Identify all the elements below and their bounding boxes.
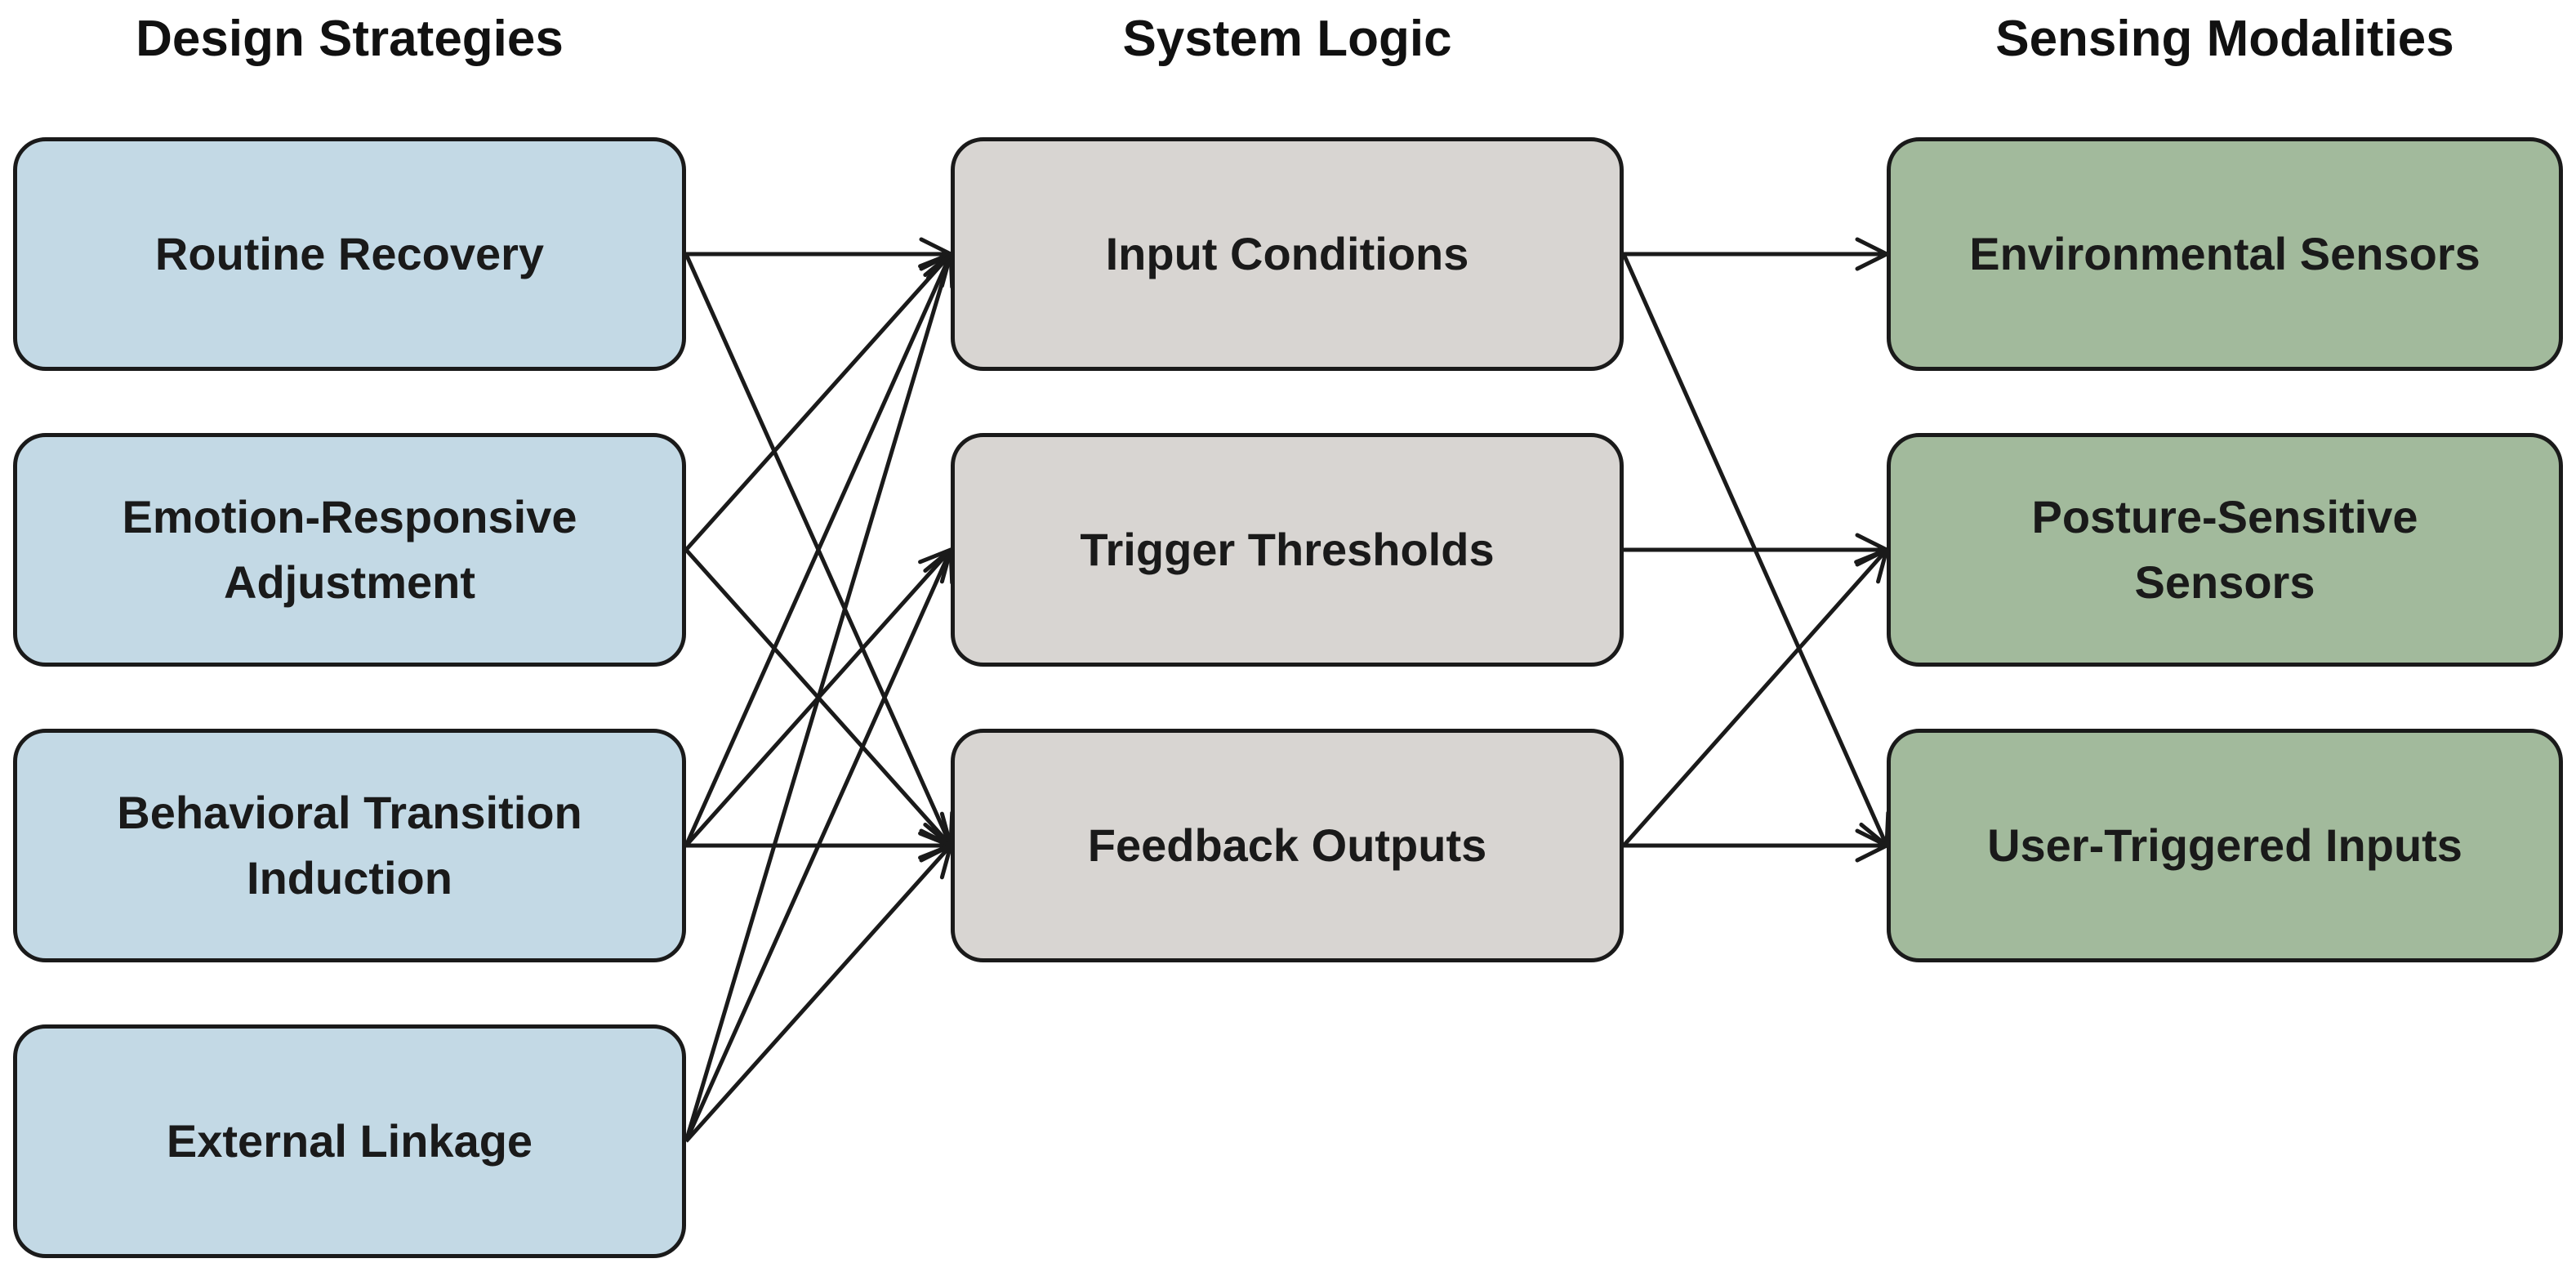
node-posture-sensitive-sensors: Posture-Sensitive Sensors	[1887, 433, 2563, 667]
node-label: Feedback Outputs	[1087, 819, 1487, 871]
node-label: Emotion-Responsive Adjustment	[122, 491, 577, 608]
column-title-system-logic: System Logic	[1122, 11, 1452, 67]
node-trigger-thresholds: Trigger Thresholds	[951, 433, 1624, 667]
node-behavioral-transition-induction: Behavioral Transition Induction	[13, 729, 686, 962]
node-label: Posture-Sensitive Sensors	[2031, 491, 2418, 608]
node-label: External Linkage	[166, 1115, 533, 1167]
node-label: Input Conditions	[1105, 228, 1469, 279]
node-user-triggered-inputs: User-Triggered Inputs	[1887, 729, 2563, 962]
node-label: Behavioral Transition Induction	[117, 787, 582, 904]
node-label: Trigger Thresholds	[1080, 524, 1495, 575]
edge-external-to-trigger	[684, 547, 955, 1143]
node-environmental-sensors: Environmental Sensors	[1887, 137, 2563, 371]
node-label: User-Triggered Inputs	[1987, 819, 2462, 871]
edge-feedback-to-posture	[1622, 547, 1889, 847]
node-input-conditions: Input Conditions	[951, 137, 1624, 371]
edge-emotion-to-input	[684, 252, 953, 551]
node-routine-recovery: Routine Recovery	[13, 137, 686, 371]
edge-behavioral-to-input	[684, 252, 955, 847]
column-title-sensing-modalities: Sensing Modalities	[1995, 11, 2454, 67]
node-emotion-responsive-adjustment: Emotion-Responsive Adjustment	[13, 433, 686, 667]
node-feedback-outputs: Feedback Outputs	[951, 729, 1624, 962]
node-label: Environmental Sensors	[1969, 228, 2480, 279]
node-label: Routine Recovery	[154, 228, 545, 279]
edge-external-to-feedback	[684, 843, 953, 1143]
edge-external-to-input	[684, 252, 959, 1142]
node-external-linkage: External Linkage	[13, 1024, 686, 1258]
column-title-design-strategies: Design Strategies	[136, 11, 564, 67]
